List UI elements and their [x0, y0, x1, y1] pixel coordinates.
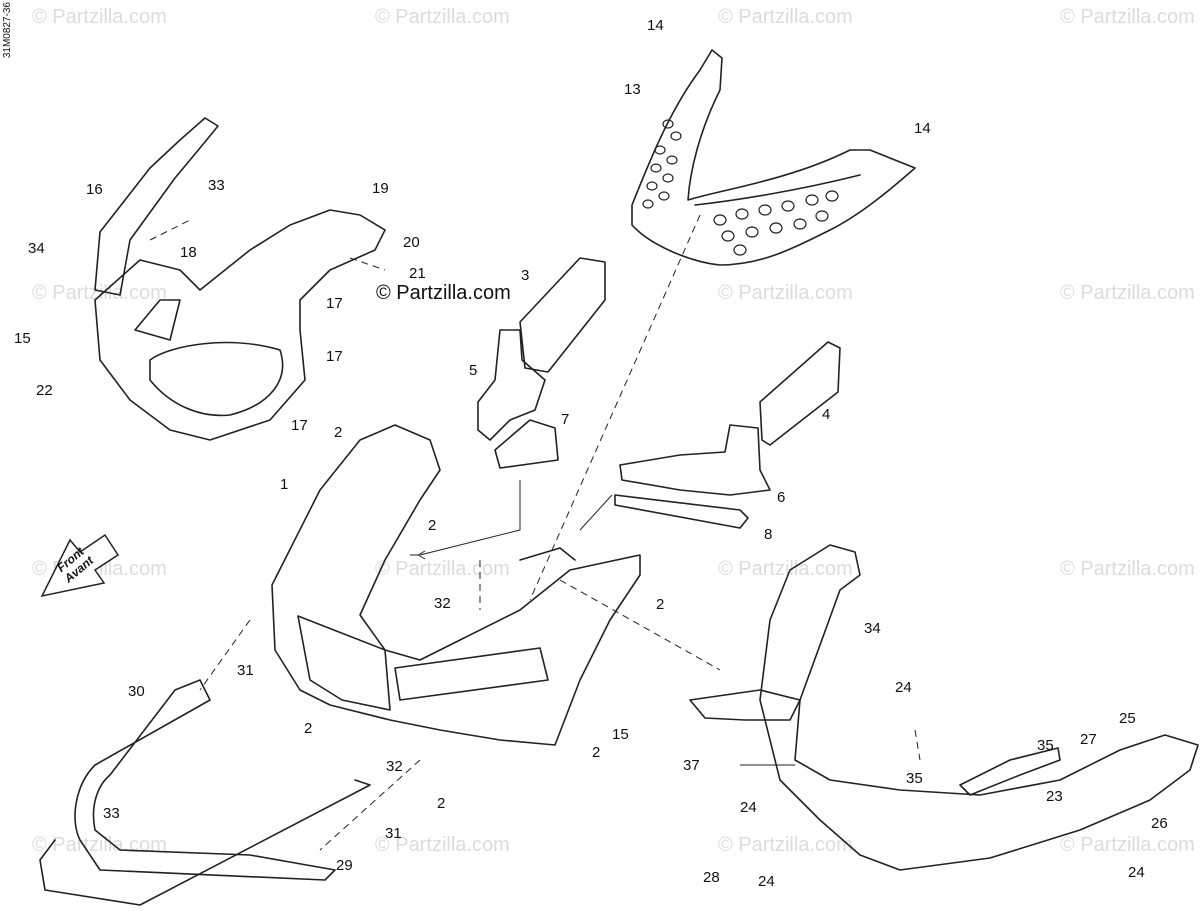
callout-14: 14 — [914, 120, 931, 137]
callout-35: 34 — [28, 240, 45, 257]
part-13-skid-plate — [631, 49, 916, 266]
callout-18: 18 — [180, 244, 197, 261]
callout-33: 33 — [103, 805, 120, 822]
callout-15: 15 — [612, 726, 629, 743]
callout-33: 32 — [434, 595, 451, 612]
callout-17: 17 — [326, 348, 343, 365]
part-23-side-panel — [759, 544, 1199, 871]
callout-24: 24 — [1128, 864, 1145, 881]
callout-2: 2 — [656, 596, 665, 613]
callout-2: 2 — [592, 744, 601, 761]
callout-29: 28 — [703, 869, 720, 886]
watermark: © Partzilla.com — [718, 834, 853, 856]
callout-31: 30 — [128, 683, 145, 700]
callout-24: 24 — [758, 873, 775, 890]
callout-34: 33 — [208, 177, 225, 194]
callout-26: 25 — [1119, 710, 1136, 727]
callout-24: 24 — [740, 799, 757, 816]
callout-17: 17 — [291, 417, 308, 434]
callout-31: 31 — [385, 825, 402, 842]
callout-21: 21 — [409, 265, 426, 282]
watermark: © Partzilla.com — [1060, 6, 1195, 28]
part-30-bumper-loop — [74, 679, 336, 881]
watermark: © Partzilla.com — [32, 282, 167, 304]
callout-3: 3 — [521, 267, 530, 284]
callout-16: 16 — [86, 181, 103, 198]
callout-13: 13 — [624, 81, 641, 98]
callout-34: 34 — [864, 620, 881, 637]
callout-30: 29 — [336, 857, 353, 874]
watermark: © Partzilla.com — [375, 834, 510, 856]
callout-15: 15 — [14, 330, 31, 347]
callout-28: 27 — [1080, 731, 1097, 748]
upper-left-bumper — [94, 209, 386, 441]
callout-2: 2 — [334, 424, 343, 441]
watermark: © Partzilla.com — [32, 6, 167, 28]
callout-23: 23 — [1046, 788, 1063, 805]
callout-17: 17 — [326, 295, 343, 312]
diagram-code: 31M0827-36 — [2, 2, 13, 59]
callout-6: 6 — [777, 489, 786, 506]
part-3-pad — [519, 257, 606, 373]
part-16-strut — [94, 117, 219, 296]
callout-1: 1 — [280, 476, 289, 493]
watermark: © Partzilla.com — [376, 282, 511, 304]
callout-5: 5 — [469, 362, 478, 379]
callout-27: 26 — [1151, 815, 1168, 832]
callout-2: 2 — [428, 517, 437, 534]
callout-8: 8 — [764, 526, 773, 543]
part-6-pad — [619, 424, 771, 496]
callout-7: 7 — [561, 411, 570, 428]
part-8-strip — [614, 494, 749, 529]
part-5-pad — [477, 329, 546, 441]
callout-19: 19 — [372, 180, 389, 197]
callout-32: 32 — [386, 758, 403, 775]
callout-22: 22 — [36, 382, 53, 399]
watermark: © Partzilla.com — [375, 6, 510, 28]
watermark: © Partzilla.com — [718, 282, 853, 304]
part-4-pad — [759, 341, 841, 446]
callout-4: 4 — [822, 406, 831, 423]
callout-32: 31 — [237, 662, 254, 679]
callout-14: 14 — [647, 17, 664, 34]
watermark: © Partzilla.com — [718, 6, 853, 28]
watermark: © Partzilla.com — [718, 558, 853, 580]
callout-2: 2 — [437, 795, 446, 812]
callout-35: 35 — [906, 770, 923, 787]
callout-25: 24 — [895, 679, 912, 696]
watermark: © Partzilla.com — [1060, 282, 1195, 304]
callout-37: 35 — [1037, 737, 1054, 754]
callout-20: 20 — [403, 234, 420, 251]
front-arrow — [40, 533, 120, 598]
callout-2: 2 — [304, 720, 313, 737]
callout-38: 37 — [683, 757, 700, 774]
watermark: © Partzilla.com — [1060, 558, 1195, 580]
watermark: © Partzilla.com — [1060, 834, 1195, 856]
watermark: © Partzilla.com — [375, 558, 510, 580]
part-1-front-bumper — [271, 424, 641, 746]
part-7-pad — [494, 419, 559, 469]
